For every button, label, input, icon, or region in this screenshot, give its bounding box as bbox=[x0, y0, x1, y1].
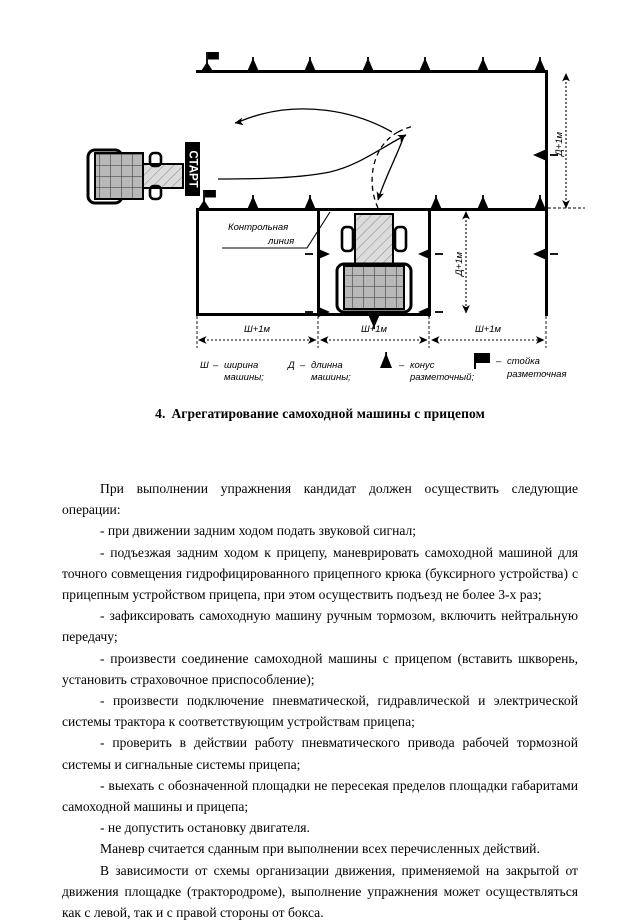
paragraph: - при движении задним ходом подать звуко… bbox=[100, 523, 417, 539]
cone-markers-middle-row bbox=[198, 190, 546, 208]
dimension-horizontal-left-label: Ш+1м bbox=[244, 324, 271, 335]
legend-item-length: Д – длинна машины; bbox=[287, 360, 351, 383]
legend-dash-width: – bbox=[212, 360, 219, 371]
legend-item-width: Ш – ширина машины; bbox=[200, 360, 264, 383]
trajectory-paths bbox=[217, 108, 415, 209]
start-label-text: СТАРТ bbox=[187, 150, 199, 187]
legend-dash-post: – bbox=[495, 356, 502, 367]
post-flag-icon bbox=[474, 353, 490, 369]
paragraph: - проверить в действии работу пневматиче… bbox=[62, 735, 578, 772]
section-number: 4. bbox=[155, 406, 166, 421]
legend-text-cone-1: конус bbox=[410, 360, 435, 371]
paragraph: - подъезжая задним ходом к прицепу, мане… bbox=[62, 544, 578, 603]
paragraph: Маневр считается сданным при выполнении … bbox=[100, 841, 540, 857]
paragraph: - произвести соединение самоходной машин… bbox=[62, 650, 578, 687]
section-title: 4. Агрегатирование самоходной машины с пр… bbox=[0, 406, 640, 422]
paragraph: - зафиксировать самоходную машину ручным… bbox=[62, 608, 578, 645]
legend-text-length-1: длинна bbox=[311, 360, 343, 371]
dimension-vertical-top-label: Д+1м bbox=[554, 132, 565, 158]
dimension-horizontals: Ш+1м Ш+1м Ш+1м bbox=[196, 316, 547, 348]
legend-text-post-1: стойка bbox=[507, 356, 540, 367]
exercise-diagram: СТАРТ Контрольная линия bbox=[0, 22, 640, 402]
diagram-legend: Ш – ширина машины; Д – длинна машины; bbox=[200, 352, 567, 383]
legend-symbol-width: Ш bbox=[200, 360, 209, 371]
control-line-label-2: линия bbox=[267, 236, 294, 247]
control-line-callout: Контрольная линия bbox=[222, 211, 331, 249]
paragraph: При выполнении упражнения кандидат долже… bbox=[62, 481, 578, 518]
section-title-text: Агрегатирование самоходной машины с приц… bbox=[171, 406, 485, 421]
dimension-vertical-bottom: Д+1м bbox=[454, 211, 470, 314]
control-line-label-1: Контрольная bbox=[228, 222, 288, 233]
start-machine-icon bbox=[86, 148, 184, 205]
course-boundary bbox=[196, 70, 548, 316]
legend-symbol-length: Д bbox=[287, 360, 295, 371]
paragraph: - произвести подключение пневматической,… bbox=[62, 693, 578, 730]
paragraph: - не допустить остановку двигателя. bbox=[100, 820, 310, 836]
legend-text-post-2: разметочная bbox=[506, 369, 567, 380]
body-text: При выполнении упражнения кандидат долже… bbox=[62, 478, 578, 923]
legend-dash-cone: – bbox=[398, 360, 405, 371]
legend-item-post: – стойка разметочная bbox=[474, 353, 567, 380]
legend-dash-length: – bbox=[299, 360, 306, 371]
box-machine-icon bbox=[335, 213, 413, 314]
start-label: СТАРТ bbox=[185, 142, 200, 196]
dimension-horizontal-center-label: Ш+1м bbox=[361, 324, 388, 335]
dimension-vertical-top: Д+1м bbox=[548, 73, 585, 209]
paragraph: - выехать с обозначенной площадки не пер… bbox=[62, 777, 578, 815]
dimension-vertical-bottom-label: Д+1м bbox=[454, 252, 465, 278]
legend-text-width-1: ширина bbox=[224, 360, 258, 371]
cone-icon bbox=[380, 352, 392, 368]
legend-item-cone: – конус разметочный; bbox=[380, 352, 474, 383]
dimension-horizontal-right-label: Ш+1м bbox=[475, 324, 502, 335]
legend-text-cone-2: разметочный; bbox=[409, 372, 474, 383]
cone-markers-top bbox=[201, 52, 546, 70]
paragraph: В зависимости от схемы организации движе… bbox=[62, 862, 578, 921]
legend-text-width-2: машины; bbox=[224, 372, 264, 383]
legend-text-length-2: машины; bbox=[311, 372, 351, 383]
